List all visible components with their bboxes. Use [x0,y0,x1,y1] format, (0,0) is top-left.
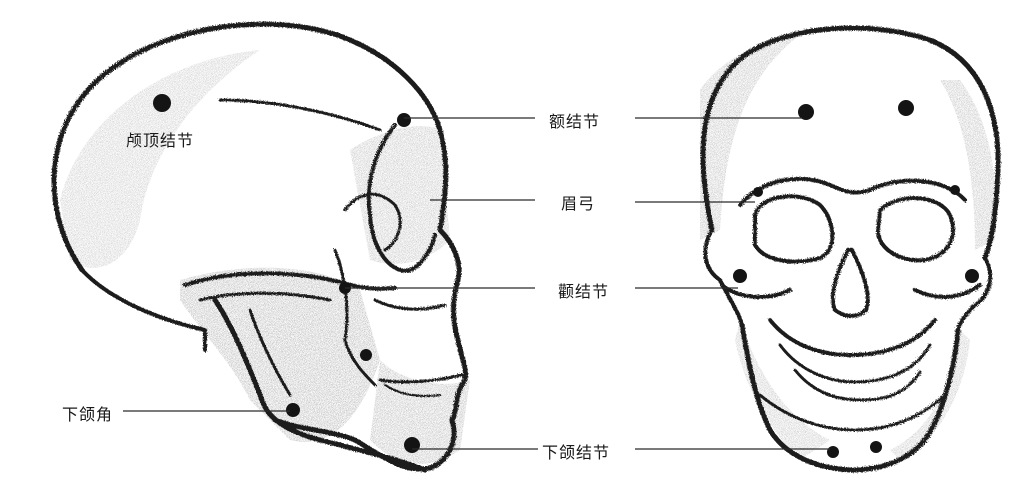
front-right-orbit [878,198,953,260]
front-skull [700,28,998,470]
zygomatic-dot-right [965,269,979,283]
maxilla-dot-side [360,349,372,361]
mental-dot-side [404,437,420,453]
brow-dot-left [753,187,763,197]
front-upper-jaw [770,320,935,355]
frontal-eminence-dot-side [397,113,411,127]
zygomatic-dot-left [733,269,747,283]
brow-dot-right [950,185,960,195]
parietal-eminence-dot [153,94,171,112]
label-mental-eminence: 下颌结节 [542,439,610,463]
jaw-angle-dot [286,403,300,417]
frontal-eminence-dot-right [898,100,914,116]
label-zygomatic: 颧结节 [558,278,609,302]
mental-dot-right [870,441,882,453]
label-parietal-eminence: 颅顶结节 [126,127,194,151]
label-jaw-angle: 下颌角 [62,401,113,425]
side-skull [54,24,470,470]
front-left-orbit [755,196,832,261]
label-brow-ridge: 眉弓 [561,190,595,214]
front-nasal-cavity [833,250,868,316]
label-frontal-eminence: 额结节 [549,108,600,132]
front-skull-shading [700,35,996,460]
mental-dot-left [827,446,839,458]
